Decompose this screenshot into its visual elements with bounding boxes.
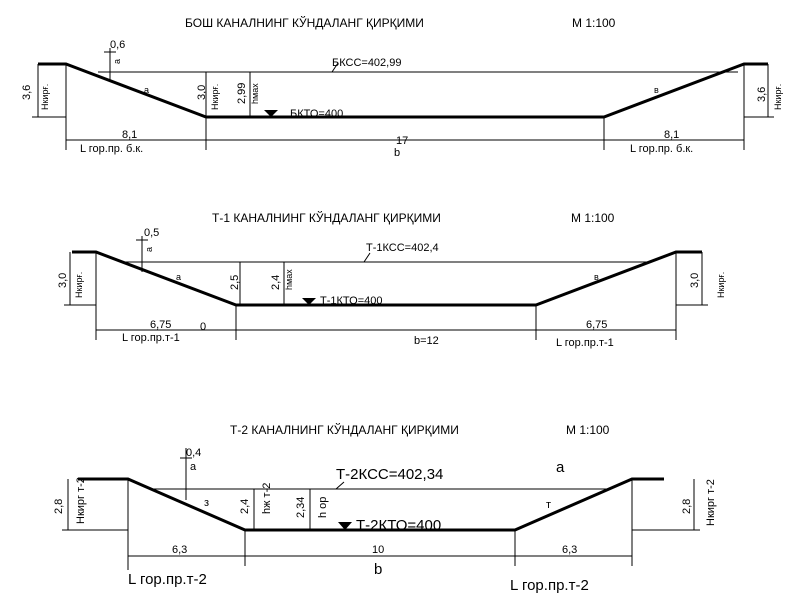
section-t1-inner-depth-2: 2,4 bbox=[270, 275, 282, 290]
section-t1-left-width-extra: 0 bbox=[200, 321, 206, 333]
section-bosh-right-width: 8,1 bbox=[664, 129, 679, 141]
section-t2-freeboard: 0,4 bbox=[186, 447, 201, 459]
section-bosh-left-height-sub: Нкирғ. bbox=[40, 84, 50, 110]
section-bosh-canal-outline bbox=[38, 62, 768, 119]
section-t2-inner-depth-1-sub: hж т-2 bbox=[261, 483, 273, 514]
section-bosh-bottom-width-sub: b bbox=[394, 147, 400, 159]
section-bosh-left-width-sub: L гор.пр. б.к. bbox=[80, 143, 143, 155]
section-bosh-inner-depth-2-sub: hмах bbox=[250, 83, 260, 104]
section-t1-top-label: Т-1КСС=402,4 bbox=[366, 242, 439, 254]
section-bosh-bottom-marker-icon bbox=[264, 110, 278, 117]
section-bosh-right-width-sub: L гор.пр. б.к. bbox=[630, 143, 693, 155]
section-t2-inner-depth-2-sub: h ор bbox=[317, 497, 329, 518]
section-bosh-bottom-width: 17 bbox=[396, 135, 408, 147]
section-t1-left-height-sub: Нкирғ. bbox=[74, 272, 84, 298]
section-bosh-inner-depth-1-sub: Нкирғ. bbox=[210, 84, 220, 110]
section-t1-right-slope: в bbox=[594, 272, 599, 282]
section-t1-right-height: 3,0 bbox=[689, 273, 701, 288]
section-bosh-top-label: БКСС=402,99 bbox=[332, 57, 401, 69]
section-t1-right-width-sub: L гор.пр.т-1 bbox=[556, 337, 614, 349]
section-t2-top-label: Т-2КСС=402,34 bbox=[336, 466, 443, 483]
section-bosh-left-height: 3,6 bbox=[21, 85, 33, 100]
section-t2-bottom-marker-icon bbox=[338, 522, 352, 530]
section-t1-inner-depth-2-sub: hмах bbox=[284, 269, 294, 290]
section-t2-bottom-width: 10 bbox=[372, 544, 384, 556]
section-bosh-scale: М 1:100 bbox=[572, 16, 616, 30]
section-t2-title: Т-2 КАНАЛНИНГ КЎНДАЛАНГ ҚИРҚИМИ bbox=[230, 422, 459, 437]
section-bosh-top-leader bbox=[331, 62, 339, 73]
section-bosh-right-slope: в bbox=[654, 85, 659, 95]
section-t2-left-width-sub: L гор.пр.т-2 bbox=[128, 571, 207, 588]
section-bosh-inner-depth-1: 3,0 bbox=[196, 85, 208, 100]
section-bosh-inner-depth-2: 2,99 bbox=[236, 83, 248, 104]
section-t2-canal-outline bbox=[78, 477, 664, 532]
section-bosh-title: БОШ КАНАЛНИНГ КЎНДАЛАНГ ҚИРҚИМИ bbox=[185, 15, 424, 30]
section-t2-bottom-width-sub: b bbox=[374, 561, 382, 578]
section-bosh-right-height: 3,6 bbox=[756, 87, 768, 102]
section-t1-canal-outline bbox=[72, 250, 702, 307]
section-t2: Т-2 КАНАЛНИНГ КЎНДАЛАНГ ҚИРҚИМИ М 1:100 … bbox=[53, 422, 717, 594]
section-t1-inner-depth-1: 2,5 bbox=[229, 275, 241, 290]
section-bosh-freeboard-sub: a bbox=[112, 59, 122, 64]
section-t1-freeboard-sub: a bbox=[144, 247, 154, 252]
section-t2-right-height: 2,8 bbox=[681, 499, 693, 514]
section-t2-right-slope: т bbox=[546, 499, 551, 511]
section-t1-bottom-label: Т-1КТО=400 bbox=[320, 295, 382, 307]
section-t1-title: Т-1 КАНАЛНИНГ КЎНДАЛАНГ ҚИРҚИМИ bbox=[212, 210, 441, 225]
section-bosh: БОШ КАНАЛНИНГ КЎНДАЛАНГ ҚИРҚИМИ М 1:100 … bbox=[21, 15, 783, 159]
section-t2-right-width: 6,3 bbox=[562, 544, 577, 556]
section-t2-right-height-sub: Нкирг т-2 bbox=[705, 479, 717, 526]
section-t1-left-width-sub: L гор.пр.т-1 bbox=[122, 332, 180, 344]
section-bosh-freeboard: 0,6 bbox=[110, 39, 125, 51]
section-bosh-left-width: 8,1 bbox=[122, 129, 137, 141]
section-t1-top-leader bbox=[363, 252, 371, 263]
section-t1-right-width: 6,75 bbox=[586, 319, 607, 331]
section-bosh-bottom-label: БКТО=400 bbox=[290, 108, 343, 120]
section-t1-freeboard: 0,5 bbox=[144, 227, 159, 239]
section-t2-scale: М 1:100 bbox=[566, 423, 610, 437]
section-t1: Т-1 КАНАЛНИНГ КЎНДАЛАНГ ҚИРҚИМИ М 1:100 … bbox=[57, 210, 726, 349]
section-t2-inner-depth-2: 2,34 bbox=[295, 497, 307, 518]
section-t2-top-leader bbox=[335, 481, 345, 490]
section-t1-left-width: 6,75 bbox=[150, 319, 171, 331]
section-t2-left-width: 6,3 bbox=[172, 544, 187, 556]
section-t2-left-slope: з bbox=[204, 497, 209, 509]
section-t2-right-width-sub: L гор.пр.т-2 bbox=[510, 577, 589, 594]
section-t1-left-height: 3,0 bbox=[57, 273, 69, 288]
section-t1-bottom-marker-icon bbox=[302, 298, 316, 305]
section-t2-bottom-label: Т-2КТО=400 bbox=[356, 517, 441, 534]
section-bosh-left-slope: a bbox=[144, 85, 149, 95]
section-bosh-right-height-sub: Нкирғ. bbox=[773, 84, 783, 110]
section-t2-inner-depth-1: 2,4 bbox=[239, 499, 251, 514]
section-t1-left-slope: a bbox=[176, 272, 181, 282]
section-t2-left-height-sub: Нкирг т-2 bbox=[75, 477, 87, 524]
section-t1-scale: М 1:100 bbox=[571, 211, 615, 225]
section-t1-right-height-sub: Нкирғ. bbox=[716, 272, 726, 298]
section-t2-freeboard-sub: а bbox=[190, 461, 197, 473]
section-t1-bottom-width: b=12 bbox=[414, 335, 439, 347]
section-t2-left-height: 2,8 bbox=[53, 499, 65, 514]
section-t2-top-label-extra: а bbox=[556, 459, 565, 476]
